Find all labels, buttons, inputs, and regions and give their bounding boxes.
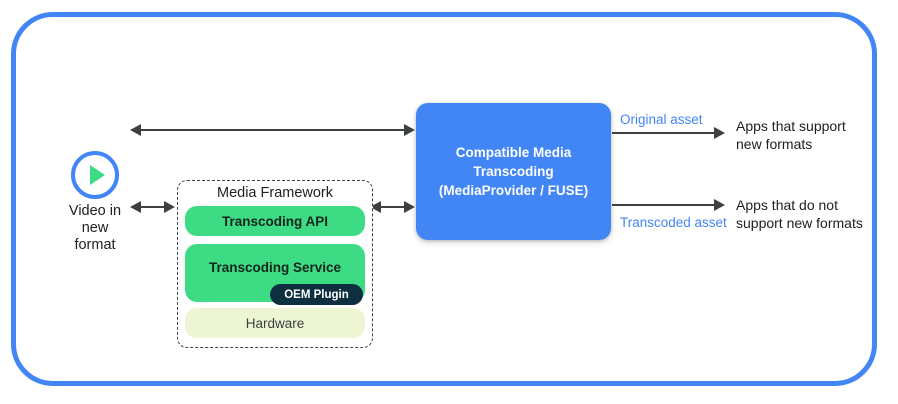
video-to-transcoding-arrow-head-left [130, 124, 141, 136]
compatible-media-transcoding-box[interactable]: Compatible Media Transcoding (MediaProvi… [416, 103, 611, 240]
video-source-label-line3: format [74, 237, 116, 253]
original-asset-label: Original asset [620, 112, 703, 127]
video-to-transcoding-arrow-head-right [404, 124, 415, 136]
cmt-line3: (MediaProvider / FUSE) [438, 183, 589, 198]
transcoding-service-label: Transcoding Service [208, 260, 342, 275]
transcoding-api-label: Transcoding API [221, 213, 329, 229]
hardware-label: Hardware [245, 315, 305, 331]
hardware-box[interactable]: Hardware [185, 308, 365, 338]
video-to-framework-arrow-head-right [164, 201, 175, 213]
media-framework-title: Media Framework [216, 185, 334, 201]
video-source-label: Video in new format [45, 203, 145, 254]
apps-support-line1: Apps that support [736, 118, 846, 134]
video-source-label-line1: Video in [68, 203, 122, 219]
transcoded-asset-label: Transcoded asset [620, 215, 727, 230]
original-asset-arrow-line [612, 132, 715, 135]
apps-support-line2: new formats [736, 136, 813, 152]
video-source-label-line2: new [81, 220, 109, 236]
transcoding-api-box[interactable]: Transcoding API [185, 206, 365, 236]
framework-to-transcoding-arrow-head-left [370, 201, 381, 213]
video-to-framework-arrow-head-left [130, 201, 141, 213]
apps-not-support-line2: support new formats [736, 215, 863, 231]
play-circle-icon [71, 151, 119, 199]
play-triangle-icon [89, 165, 105, 185]
original-asset-arrow-head [714, 127, 725, 139]
apps-not-support-new-formats-label: Apps that do not support new formats [736, 196, 863, 232]
cmt-line1: Compatible Media [455, 145, 572, 160]
framework-to-transcoding-arrow-line [381, 206, 405, 209]
video-to-framework-arrow-line [141, 206, 165, 209]
video-to-transcoding-arrow-line [141, 129, 405, 132]
transcoded-asset-arrow-line [612, 204, 715, 207]
transcoded-asset-arrow-head [714, 199, 725, 211]
framework-to-transcoding-arrow-head-right [404, 201, 415, 213]
apps-not-support-line1: Apps that do not [736, 197, 838, 213]
cmt-line2: Transcoding [473, 164, 554, 179]
oem-plugin-badge[interactable]: OEM Plugin [270, 284, 363, 305]
oem-plugin-label: OEM Plugin [284, 288, 349, 301]
apps-support-new-formats-label: Apps that support new formats [736, 117, 846, 153]
